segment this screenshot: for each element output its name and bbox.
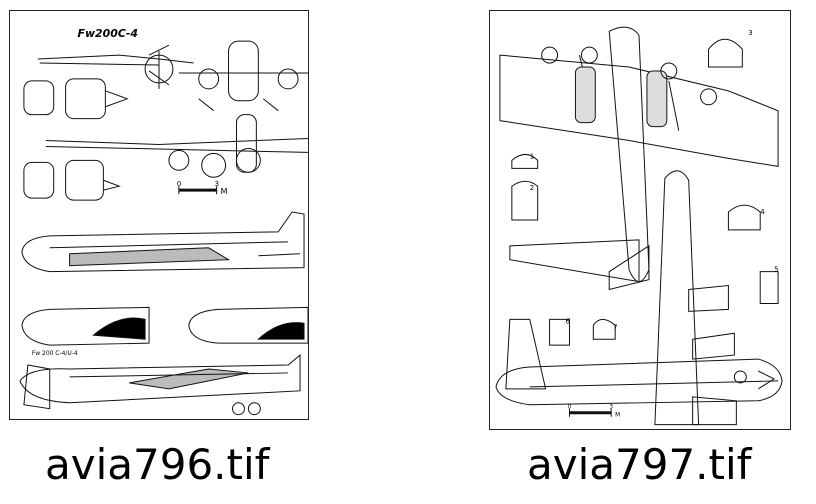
scale-tick-0: 0 [177, 180, 181, 188]
section-label-4: 4 [760, 208, 765, 216]
scale-tick-3: 3 [609, 404, 613, 411]
scale-tick-0: 0 [567, 404, 571, 411]
thumbnail-avia796[interactable]: Fw200C-4 0 3 M [9, 10, 309, 420]
section-label-7: 7 [613, 323, 617, 331]
scale-label: M [221, 187, 228, 196]
filename-label-avia797[interactable]: avia797.tif [527, 440, 752, 489]
section-label-3: 3 [748, 29, 752, 37]
aircraft-drawing-avia796: Fw200C-4 0 3 M [19, 27, 308, 416]
section-label-1: 1 [530, 152, 534, 160]
filename-label-avia796[interactable]: avia796.tif [45, 440, 270, 489]
scale-label: M [615, 412, 620, 419]
variant-note: Fw 200 C-4/U-4 [32, 350, 78, 357]
scale-tick-3: 3 [215, 180, 219, 188]
aircraft-drawing-avia797: 1 2 3 4 5 6 7 0 3 M [495, 26, 783, 426]
thumbnail-avia797[interactable]: 1 2 3 4 5 6 7 0 3 M [489, 10, 791, 430]
section-label-2: 2 [530, 184, 534, 192]
section-label-5: 5 [774, 266, 778, 274]
section-label-6: 6 [565, 317, 569, 325]
drawing-title: Fw200C-4 [78, 27, 138, 40]
